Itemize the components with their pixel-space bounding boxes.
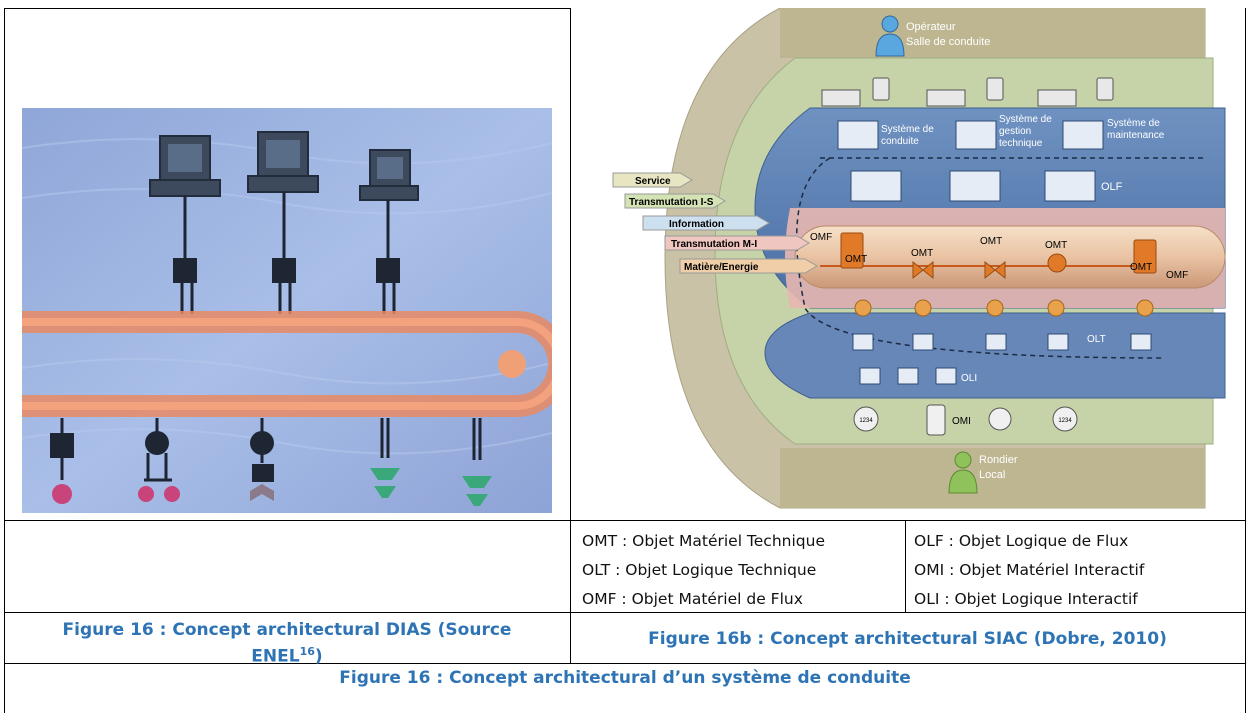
caption-left: Figure 16 : Concept architectural DIAS (… (4, 619, 570, 668)
system-2-label: Système de (999, 114, 1052, 125)
rondier-sub-label: Local (979, 469, 1005, 481)
omt-4-label: OMT (1045, 240, 1067, 251)
omi-label: OMI (952, 416, 971, 427)
legend-oli: OLI : Objet Logique Interactif (914, 590, 1138, 608)
arrow-service: Service (635, 176, 671, 187)
arrow-transmutation-is: Transmutation I-S (629, 197, 714, 208)
legend-olf: OLF : Objet Logique de Flux (914, 532, 1129, 550)
omf-right-label: OMF (1166, 270, 1188, 281)
siac-concept-diagram: 1234 1234 Opérateur Salle de conduite Sy… (612, 8, 1226, 509)
meter-right-value: 1234 (1058, 418, 1072, 424)
svg-text:conduite: conduite (881, 136, 919, 147)
meter-left-value: 1234 (859, 418, 873, 424)
omt-1-label: OMT (845, 254, 867, 265)
oli-label: OLI (961, 373, 977, 384)
omf-left-label: OMF (810, 232, 832, 243)
omt-3-label: OMT (980, 236, 1002, 247)
operator-label: Opérateur (906, 21, 956, 33)
olf-label: OLF (1101, 181, 1123, 193)
dias-concept-photo (22, 108, 552, 513)
arrow-transmutation-mi: Transmutation M-I (671, 239, 757, 250)
legend-right: OLF : Objet Logique de Flux OMI : Objet … (914, 527, 1144, 614)
olt-label: OLT (1087, 334, 1106, 345)
svg-text:technique: technique (999, 138, 1043, 149)
caption-left-line1: Figure 16 : Concept architectural DIAS (… (62, 620, 512, 640)
caption-left-line2: ENEL16) (251, 645, 323, 667)
arrow-matiere-energie: Matière/Energie (684, 262, 759, 273)
legend-omi: OMI : Objet Matériel Interactif (914, 561, 1145, 579)
system-1-label: Système de (881, 124, 934, 135)
svg-text:maintenance: maintenance (1107, 130, 1165, 141)
system-3-label: Système de (1107, 118, 1160, 129)
operator-sub-label: Salle de conduite (906, 36, 990, 48)
caption-bottom: Figure 16 : Concept architectural d’un s… (339, 668, 911, 688)
legend-omt: OMT : Objet Matériel Technique (582, 532, 825, 550)
legend-olt: OLT : Objet Logique Technique (582, 561, 817, 579)
legend-omf: OMF : Objet Matériel de Flux (582, 590, 803, 608)
omt-5-label: OMT (1130, 262, 1152, 273)
omt-2-label: OMT (911, 248, 933, 259)
svg-text:gestion: gestion (999, 126, 1031, 137)
rondier-label: Rondier (979, 454, 1018, 466)
caption-right: Figure 16b : Concept architectural SIAC … (648, 629, 1167, 649)
arrow-information: Information (669, 219, 724, 230)
legend-left: OMT : Objet Matériel Technique OLT : Obj… (582, 527, 825, 614)
